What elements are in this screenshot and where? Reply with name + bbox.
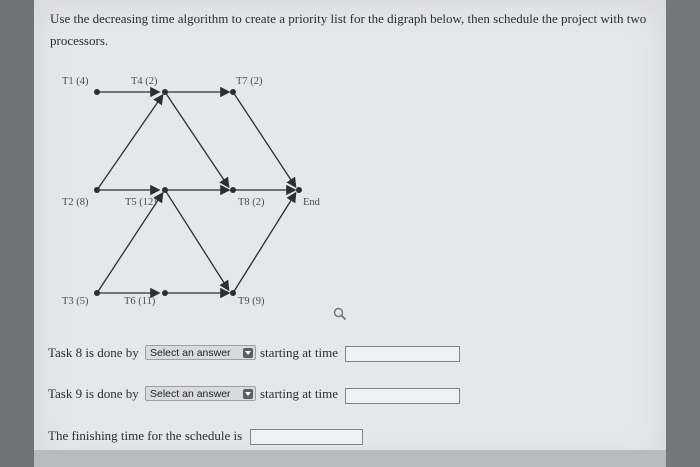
- label-t2: T2 (8): [62, 197, 89, 208]
- node-end: [296, 187, 302, 193]
- node-t9: [230, 290, 236, 296]
- label-t7: T7 (2): [236, 76, 263, 87]
- node-t7: [230, 89, 236, 95]
- edge-t2-t4: [96, 93, 164, 191]
- chevron-down-icon: [243, 389, 253, 399]
- edge-t3-t5: [96, 191, 164, 294]
- node-t8: [230, 187, 236, 193]
- task8-prefix: Task 8 is done by: [48, 345, 139, 360]
- search-icon[interactable]: [333, 307, 347, 321]
- label-t9: T9 (9): [238, 296, 265, 307]
- task9-prefix: Task 9 is done by: [48, 386, 139, 401]
- node-t1: [94, 89, 100, 95]
- label-t6: T6 (11): [124, 296, 156, 307]
- task8-start-time-input[interactable]: [345, 346, 460, 362]
- label-t3: T3 (5): [62, 296, 89, 307]
- label-t8: T8 (2): [238, 197, 265, 208]
- edge-t9-end: [232, 191, 297, 294]
- background-right: [666, 0, 700, 467]
- next-panel-edge: [34, 450, 666, 467]
- node-t4: [162, 89, 168, 95]
- chevron-down-icon: [243, 348, 253, 358]
- task9-suffix: starting at time: [260, 386, 338, 401]
- node-t2: [94, 187, 100, 193]
- finish-label: The finishing time for the schedule is: [48, 428, 243, 443]
- label-t5: T5 (12): [125, 197, 157, 208]
- edge-t4-t8: [164, 91, 230, 189]
- task9-select-value: Select an answer: [150, 388, 231, 400]
- node-t3: [94, 290, 100, 296]
- label-t1: T1 (4): [62, 76, 89, 87]
- task8-suffix: starting at time: [260, 345, 338, 360]
- question-text: Use the decreasing time algorithm to cre…: [50, 11, 647, 48]
- edge-t5-t9: [164, 189, 230, 292]
- task9-processor-select[interactable]: Select an answer: [145, 386, 256, 401]
- node-t5: [162, 187, 168, 193]
- task8-processor-select[interactable]: Select an answer: [145, 345, 256, 360]
- node-t6: [162, 290, 168, 296]
- label-end: End: [303, 197, 320, 208]
- background-left: [0, 0, 34, 467]
- label-t4: T4 (2): [131, 76, 158, 87]
- task9-start-time-input[interactable]: [345, 388, 460, 404]
- finish-time-input[interactable]: [250, 429, 363, 445]
- edge-t7-end: [232, 91, 297, 189]
- task8-select-value: Select an answer: [150, 347, 231, 359]
